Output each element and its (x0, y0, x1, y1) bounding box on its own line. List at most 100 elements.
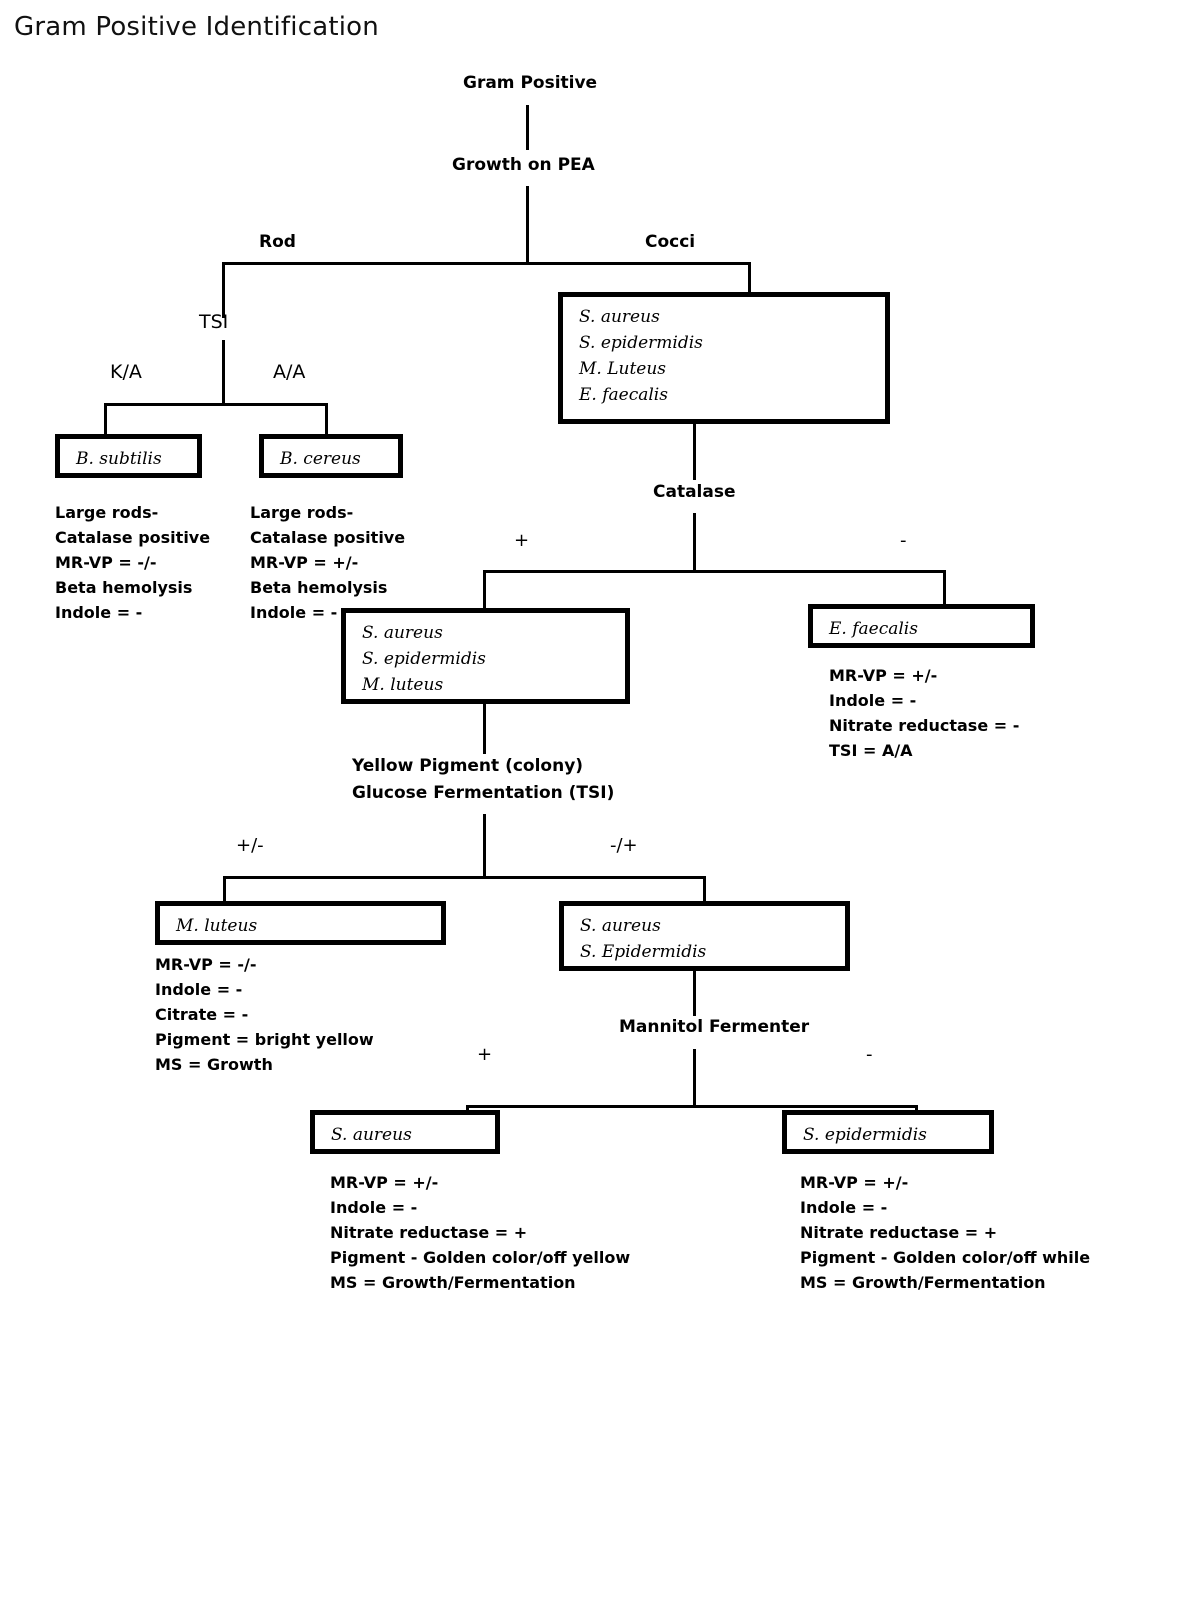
branch-label-cocci: Cocci (645, 232, 696, 252)
node-tsi: TSI (199, 311, 229, 333)
box-staph-group-inner: S. aureus S. Epidermidis (564, 906, 845, 972)
connector-catalase-stem (693, 513, 696, 570)
note-line: Pigment = bright yellow (155, 1030, 374, 1049)
connector-tsi-stem (222, 340, 225, 406)
box-catalase-positive-group[interactable]: S. aureus S. epidermidis M. luteus (341, 608, 630, 704)
organism-name: S. epidermidis (803, 1125, 927, 1145)
branch-label-ka: K/A (110, 361, 142, 383)
notes-s-aureus-final: MR-VP = +/- Indole = - Nitrate reductase… (330, 1170, 630, 1295)
branch-label-aa: A/A (273, 361, 306, 383)
notes-e-faecalis: MR-VP = +/- Indole = - Nitrate reductase… (829, 663, 1019, 763)
note-line: MR-VP = +/- (250, 553, 359, 572)
note-line: Indole = - (829, 691, 917, 710)
notes-m-luteus: MR-VP = -/- Indole = - Citrate = - Pigme… (155, 952, 374, 1077)
branch-label-pigment-negative: -/+ (610, 835, 638, 856)
note-line: Nitrate reductase = - (829, 716, 1020, 735)
note-line: Indole = - (55, 603, 143, 622)
organism-name: M. luteus (176, 916, 258, 936)
connector-rod-drop (222, 262, 225, 318)
organism-name: M. luteus (362, 675, 444, 695)
note-line: Beta hemolysis (55, 578, 193, 597)
box-s-epidermidis-final-inner: S. epidermidis (787, 1115, 989, 1155)
connector-pigment-pos-drop (223, 876, 226, 903)
node-gram-positive: Gram Positive (463, 73, 598, 93)
branch-label-mannitol-positive: + (477, 1044, 493, 1065)
box-e-faecalis-inner: E. faecalis (813, 609, 1030, 649)
branch-label-pigment-positive: +/- (236, 835, 264, 856)
box-s-epidermidis-final[interactable]: S. epidermidis (782, 1110, 994, 1154)
note-line: Nitrate reductase = + (800, 1223, 998, 1242)
organism-name: S. epidermidis (579, 333, 703, 353)
note-line: Pigment - Golden color/off yellow (330, 1248, 631, 1267)
box-b-subtilis-inner: B. subtilis (60, 439, 197, 479)
node-yellow-pigment-line1: Yellow Pigment (colony) (352, 756, 584, 776)
organism-name: S. aureus (331, 1125, 412, 1145)
organism-name: M. Luteus (579, 359, 667, 379)
note-line: MS = Growth (155, 1055, 273, 1074)
note-line: TSI = A/A (829, 741, 913, 760)
box-b-cereus-inner: B. cereus (264, 439, 398, 479)
connector-mannitol-stem (693, 1049, 696, 1105)
connector-catalase-group-to-pigment (483, 704, 486, 754)
node-catalase: Catalase (653, 482, 736, 502)
organism-name: S. Epidermidis (580, 942, 707, 962)
note-line: MR-VP = +/- (829, 666, 938, 685)
box-cocci-group-inner: S. aureus S. epidermidis M. Luteus E. fa… (563, 297, 885, 415)
branch-label-catalase-positive: + (514, 530, 530, 551)
box-b-subtilis[interactable]: B. subtilis (55, 434, 202, 478)
node-mannitol-fermenter: Mannitol Fermenter (619, 1017, 810, 1037)
connector-pea-split-horizontal (222, 262, 751, 265)
note-line: MR-VP = +/- (330, 1173, 439, 1192)
organism-name: E. faecalis (829, 619, 918, 639)
notes-b-cereus: Large rods- Catalase positive MR-VP = +/… (250, 500, 405, 625)
branch-label-mannitol-negative: - (866, 1044, 873, 1065)
box-s-aureus-final-inner: S. aureus (315, 1115, 495, 1155)
note-line: Catalase positive (55, 528, 211, 547)
box-e-faecalis[interactable]: E. faecalis (808, 604, 1035, 648)
page-title: Gram Positive Identification (14, 12, 379, 42)
connector-cocci-to-catalase (693, 424, 696, 480)
connector-cocci-drop (748, 262, 751, 294)
organism-name: S. epidermidis (362, 649, 486, 669)
organism-name: S. aureus (579, 307, 660, 327)
connector-staph-to-mannitol (693, 971, 696, 1016)
notes-b-subtilis: Large rods- Catalase positive MR-VP = -/… (55, 500, 210, 625)
note-line: MR-VP = -/- (55, 553, 157, 572)
organism-name: B. cereus (280, 449, 361, 469)
connector-pigment-split-horizontal (223, 876, 706, 879)
note-line: Citrate = - (155, 1005, 249, 1024)
node-yellow-pigment-line2: Glucose Fermentation (TSI) (352, 783, 615, 803)
box-catalase-positive-group-inner: S. aureus S. epidermidis M. luteus (346, 613, 625, 705)
connector-pigment-neg-drop (703, 876, 706, 903)
node-growth-on-pea: Growth on PEA (452, 155, 595, 175)
connector-catalase-neg-drop (943, 570, 946, 604)
note-line: MR-VP = +/- (800, 1173, 909, 1192)
note-line: MS = Growth/Fermentation (800, 1273, 1046, 1292)
box-staph-group[interactable]: S. aureus S. Epidermidis (559, 901, 850, 971)
note-line: MS = Growth/Fermentation (330, 1273, 576, 1292)
note-line: Catalase positive (250, 528, 406, 547)
box-cocci-group[interactable]: S. aureus S. epidermidis M. Luteus E. fa… (558, 292, 890, 424)
box-b-cereus[interactable]: B. cereus (259, 434, 403, 478)
connector-root-to-pea (526, 105, 529, 150)
organism-name: B. subtilis (76, 449, 162, 469)
note-line: Pigment - Golden color/off while (800, 1248, 1091, 1267)
organism-name: S. aureus (580, 916, 661, 936)
notes-s-epidermidis-final: MR-VP = +/- Indole = - Nitrate reductase… (800, 1170, 1090, 1295)
note-line: Indole = - (250, 603, 338, 622)
note-line: Indole = - (155, 980, 243, 999)
note-line: Large rods- (55, 503, 159, 522)
box-m-luteus-inner: M. luteus (160, 906, 441, 946)
connector-mannitol-split-horizontal (466, 1105, 918, 1108)
connector-catalase-split-horizontal (483, 570, 946, 573)
note-line: Indole = - (800, 1198, 888, 1217)
connector-tsi-split-horizontal (104, 403, 328, 406)
note-line: Large rods- (250, 503, 354, 522)
branch-label-catalase-negative: - (900, 530, 907, 551)
connector-pea-stem (526, 186, 529, 262)
connector-catalase-pos-drop (483, 570, 486, 611)
box-m-luteus[interactable]: M. luteus (155, 901, 446, 945)
note-line: Beta hemolysis (250, 578, 388, 597)
box-s-aureus-final[interactable]: S. aureus (310, 1110, 500, 1154)
